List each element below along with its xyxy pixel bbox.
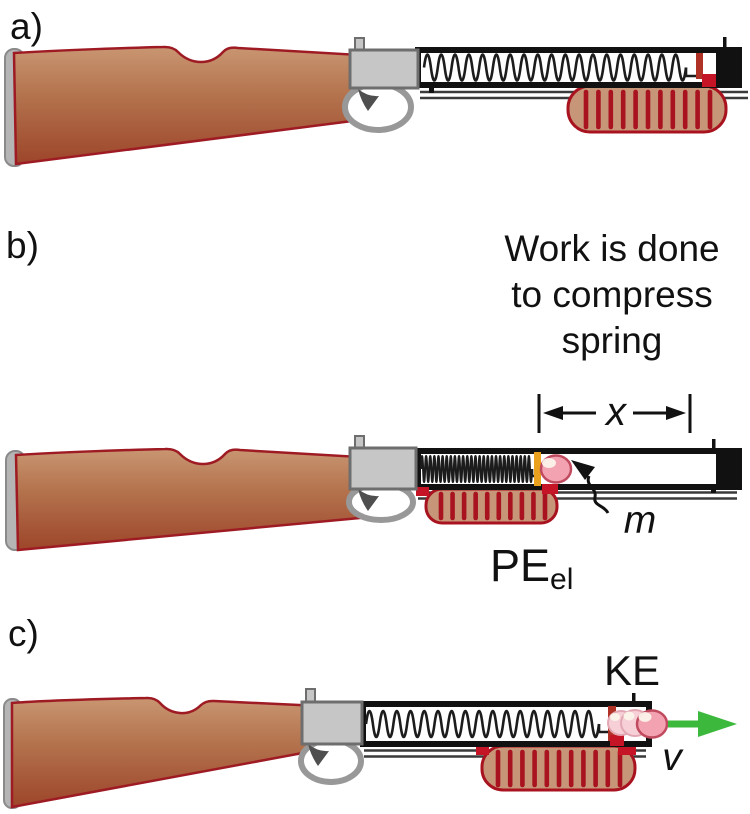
mass-pointer (571, 460, 610, 514)
grip-bracket-left (476, 746, 489, 755)
rail-post (429, 87, 434, 93)
gun-stock (10, 696, 364, 809)
velocity-arrow (668, 711, 737, 737)
grip-bracket-left (416, 487, 429, 496)
velocity-arrowhead (698, 711, 737, 737)
receiver (348, 446, 418, 491)
grip-ribs (495, 749, 623, 788)
velocity-symbol: v (662, 736, 682, 779)
grip-ribs (583, 89, 713, 130)
front-sight (632, 693, 636, 704)
front-sight (712, 439, 716, 451)
panel-b-illustration (5, 394, 742, 552)
mass-arrow-squiggle (586, 475, 610, 514)
grip-ribs (438, 491, 548, 521)
spring-end-hook (597, 724, 609, 734)
receiver (300, 700, 364, 746)
work-note-line-3: spring (561, 320, 663, 361)
piston-latch (702, 74, 716, 87)
piston-bar (534, 452, 541, 486)
gun-stock (12, 45, 362, 166)
spring-compressed (419, 454, 534, 484)
spring-relaxed (422, 53, 688, 82)
distance-symbol: x (606, 390, 626, 434)
receiver (348, 48, 420, 90)
mass-arrowhead (571, 460, 595, 480)
spring-relaxed (364, 709, 601, 739)
pump-grip (424, 487, 559, 525)
ghost-ball-highlight (610, 713, 620, 721)
compression-distance-dimension (537, 394, 692, 433)
work-note-line-2: to compress (511, 274, 713, 315)
grip-bracket-right (618, 744, 636, 755)
trigger-guard (342, 81, 414, 133)
panel-c-illustration (3, 688, 737, 809)
panel-a-label: a) (10, 6, 43, 47)
panel-b-label: b) (6, 225, 39, 266)
elastic-pe-label: PEel (490, 540, 573, 597)
mass-symbol: m (623, 499, 657, 542)
ball-highlight (542, 458, 556, 468)
spring-end-hook (684, 67, 697, 78)
piston-bar (696, 53, 703, 79)
dimension-arrowhead-right (666, 406, 686, 420)
muzzle-cap (716, 448, 742, 490)
grip-bracket-right (542, 484, 558, 494)
piston-latch (610, 735, 624, 746)
pe-subscript: el (550, 563, 574, 596)
ball-highlight (638, 712, 652, 722)
pe-main: PE (490, 540, 551, 591)
panel-a-illustration (4, 37, 748, 167)
trigger (358, 89, 379, 111)
gun-stock (14, 447, 362, 552)
muzzle-cap (716, 47, 742, 88)
trigger (308, 744, 329, 766)
panel-c-label: c) (8, 613, 39, 654)
front-sight (723, 37, 727, 49)
work-note-line-1: Work is done (504, 228, 720, 269)
trigger (358, 489, 379, 511)
ghost-ball-highlight (623, 711, 635, 721)
kinetic-energy-label: KE (603, 647, 661, 694)
dimension-arrowhead-left (543, 406, 563, 420)
